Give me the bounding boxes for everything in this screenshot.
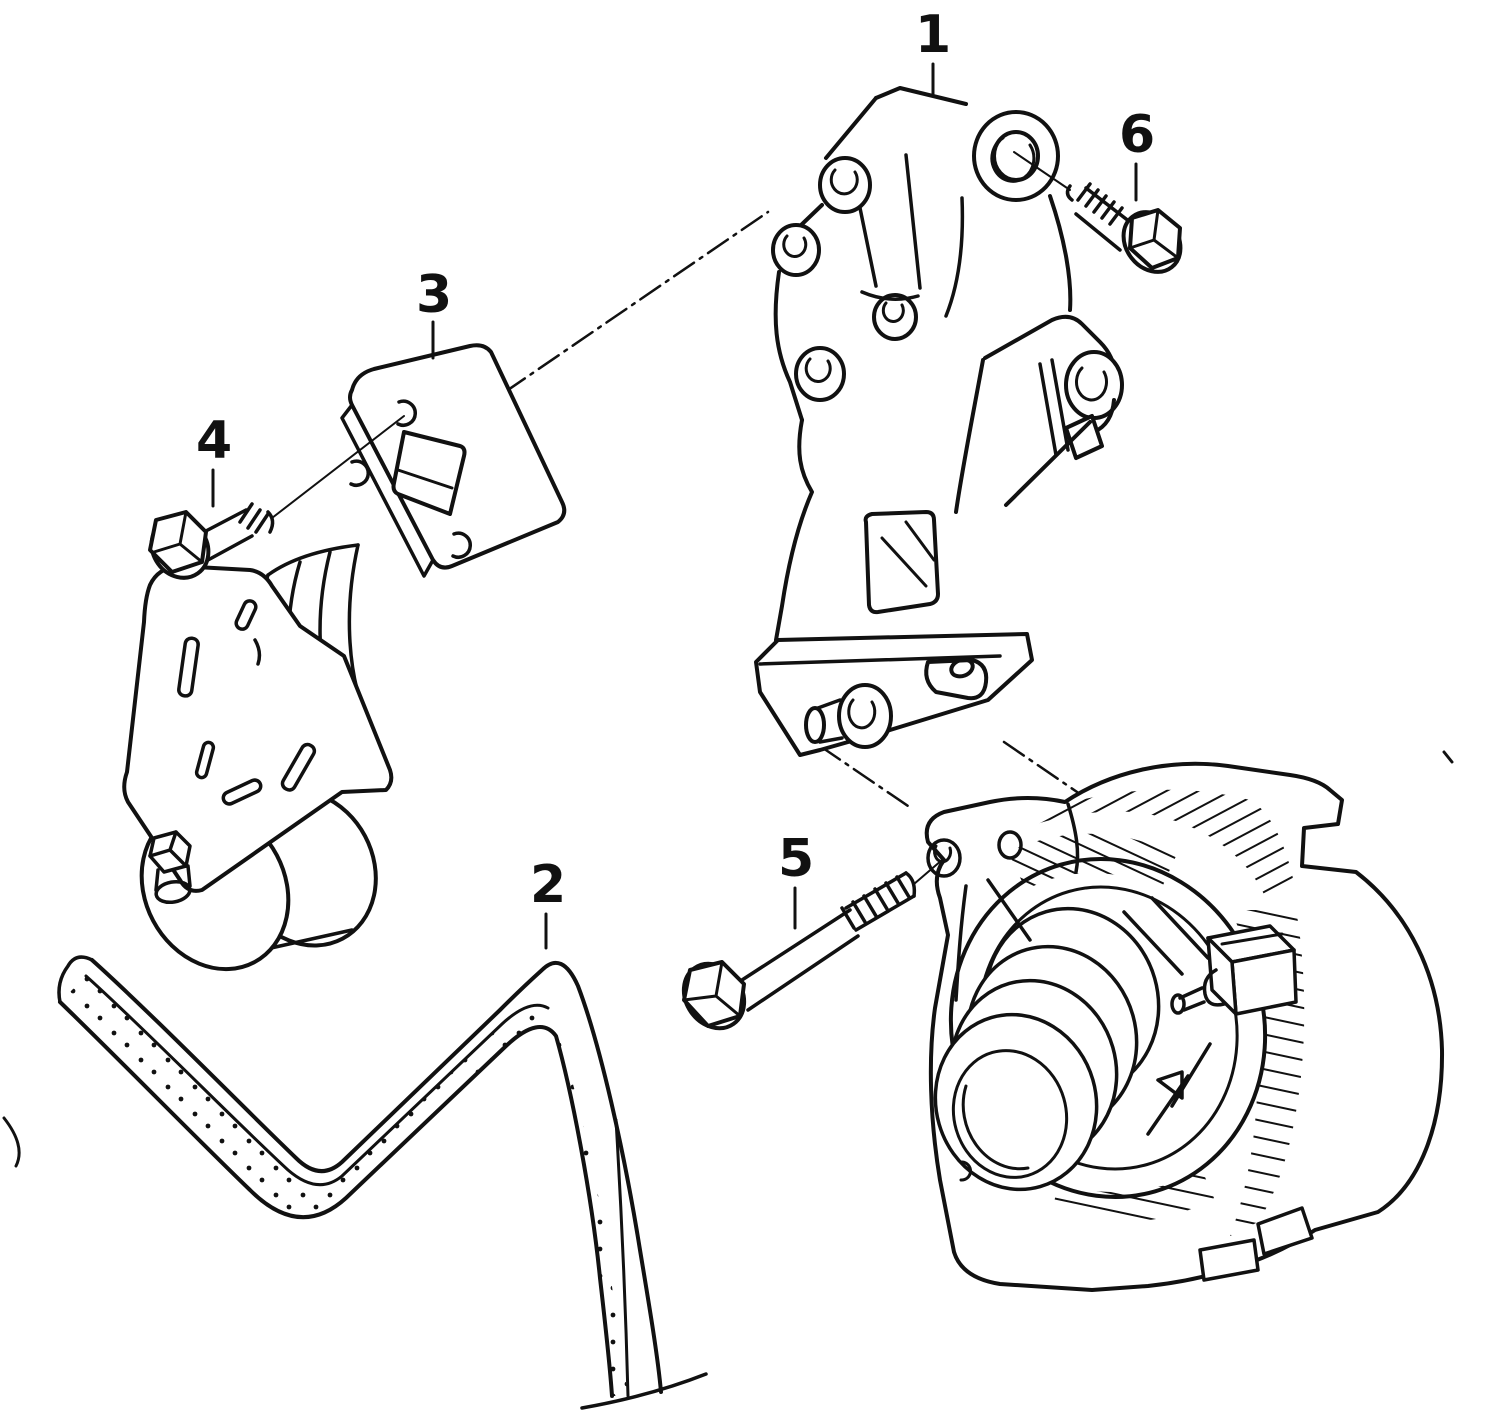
part-tensioner-bolt — [148, 415, 405, 580]
belt-rib-edge-line — [84, 974, 550, 1187]
belt-dotted-face — [60, 976, 628, 1396]
belt-outer-edge — [90, 958, 663, 1394]
arm-slot — [221, 778, 263, 806]
plate-cutout — [391, 430, 467, 516]
alternator-front-collar — [933, 906, 1161, 1192]
callout-2-label: 2 — [530, 855, 566, 915]
arm-slot — [194, 740, 216, 780]
bracket-big-boss — [972, 110, 1060, 202]
bracket-boss-d — [794, 346, 846, 402]
belt-rib-edge-line-2 — [614, 1118, 630, 1398]
alternator-mounting-ear — [926, 802, 1080, 1002]
bracket-boss-c — [872, 293, 918, 341]
arm-slot — [177, 636, 200, 698]
belt-break-mark-left — [2, 1116, 21, 1168]
tensioner-arm — [122, 564, 394, 893]
foot-slot — [924, 658, 989, 701]
belt-inner-edge — [58, 1000, 614, 1398]
callout-1-label: 1 — [915, 5, 951, 65]
bolt5-leader-thin — [913, 859, 943, 885]
belt-torn-end — [57, 955, 94, 1004]
callout-6-label: 6 — [1119, 105, 1155, 165]
alternator-stator-slots-upper — [1008, 833, 1176, 892]
alternator-stator-slots-lower — [1052, 1170, 1214, 1223]
bracket-arm-struts — [858, 153, 965, 318]
bracket-boss-b — [771, 223, 821, 277]
callout-4-label: 4 — [196, 411, 232, 471]
bracket-body-left-edge — [774, 418, 814, 642]
part-long-hex-bolt — [681, 859, 943, 1031]
part-short-hex-bolt — [1013, 151, 1183, 274]
alternator — [924, 750, 1454, 1292]
bracket-foot — [754, 632, 1034, 757]
bolt6-leader-thin — [1013, 151, 1071, 191]
alternator-regulator-block — [1170, 924, 1298, 1016]
bolt4-leader-thin — [271, 415, 405, 519]
callouts: 1 2 3 4 5 6 — [196, 5, 1155, 950]
alternator-fins-top — [990, 789, 1295, 904]
part-ribbed-v-belt — [2, 955, 708, 1410]
tensioner-pivot-bolt — [148, 830, 192, 905]
foot-boss — [837, 683, 893, 749]
bracket-left-slope — [824, 96, 878, 160]
plate-bolt-hole-a — [396, 399, 417, 427]
arm-slot — [280, 742, 317, 792]
callout-5-label: 5 — [778, 829, 814, 889]
plate-bolt-hole-c — [451, 531, 472, 559]
tensioner-back-plate — [340, 343, 567, 578]
bracket-body-right-edge — [954, 358, 985, 514]
bracket-to-alternator-centerline-right — [1002, 740, 1082, 796]
part-belt-tensioner — [122, 343, 567, 972]
part-mounting-bracket — [754, 86, 1124, 757]
bracket-window — [863, 510, 940, 615]
callout-3-label: 3 — [416, 265, 452, 325]
plate-bolt-hole-b — [349, 459, 370, 487]
bracket-top-ridge — [874, 86, 968, 106]
belt-break-line-bottom — [580, 1372, 708, 1410]
bracket-boss-a — [818, 156, 872, 214]
bracket-to-alternator-centerline-left — [818, 744, 910, 808]
alternator-feet — [959, 1160, 1314, 1282]
bracket-left-edge — [773, 270, 804, 422]
break-tick-top-right — [1442, 750, 1454, 764]
arm-slot — [234, 599, 258, 631]
bracket-right-arm — [983, 194, 1124, 507]
tensioner-to-bracket-centerline — [503, 210, 770, 394]
alternator-bore — [951, 1049, 1069, 1179]
